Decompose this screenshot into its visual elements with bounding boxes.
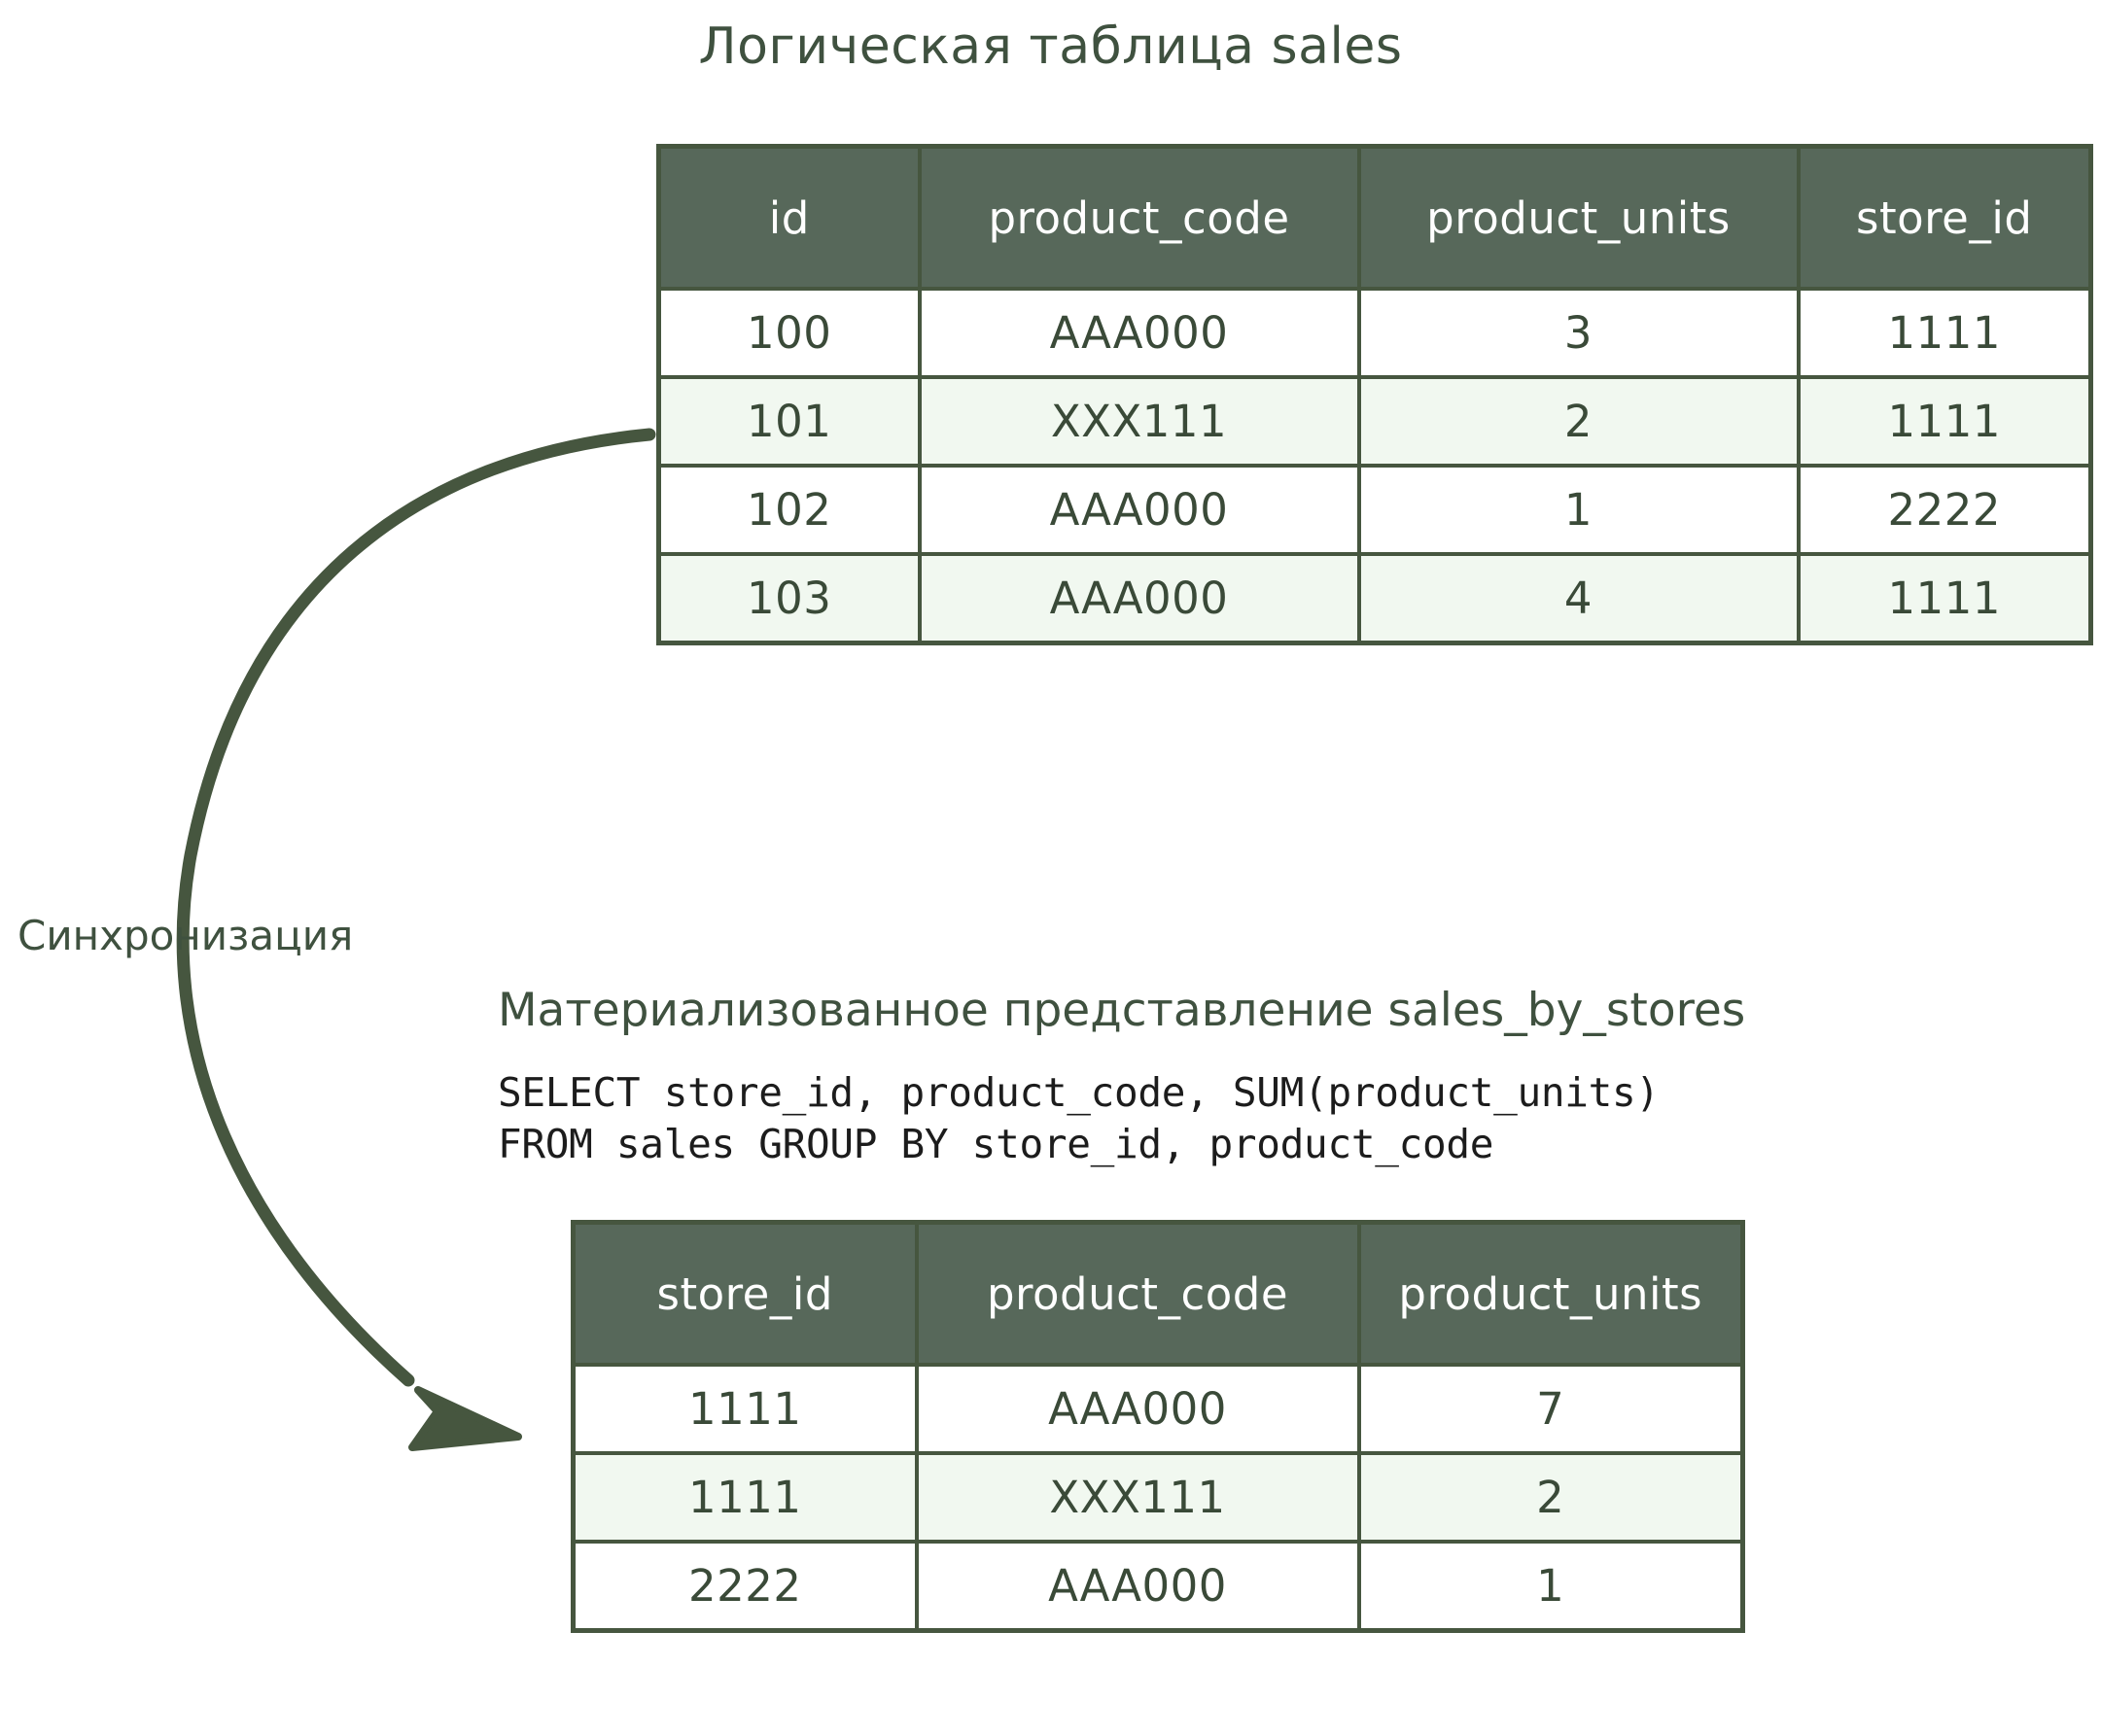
column-header-store-id: store_id [571,1220,919,1367]
sales-table-title: Логическая таблица sales [698,17,1403,76]
cell-id: 102 [656,464,922,556]
table-row: 1111 AAA000 7 [571,1363,1745,1455]
sql-line-1: SELECT store_id, product_code, SUM(produ… [498,1069,1660,1116]
cell-product-units: 1 [1356,464,1801,556]
cell-store-id: 1111 [1796,375,2093,468]
table-row: 2222 AAA000 1 [571,1540,1745,1633]
table-header-row: id product_code product_units store_id [656,144,2093,291]
cell-product-code: AAA000 [917,552,1361,645]
materialized-view-title: Материализованное представление sales_by… [498,984,1746,1037]
table-row: 1111 XXX111 2 [571,1451,1745,1544]
materialized-view-table: store_id product_code product_units 1111… [571,1220,1745,1633]
sync-label: Синхронизация [18,912,354,959]
cell-store-id: 1111 [1796,287,2093,379]
cell-product-units: 1 [1356,1540,1745,1633]
table-row: 102 AAA000 1 2222 [656,464,2093,556]
table-row: 100 AAA000 3 1111 [656,287,2093,379]
cell-store-id: 1111 [571,1363,919,1455]
sales-table: id product_code product_units store_id 1… [656,144,2093,645]
column-header-product-code: product_code [914,1220,1361,1367]
column-header-product-units: product_units [1356,1220,1745,1367]
cell-store-id: 1111 [571,1451,919,1544]
table-row: 103 AAA000 4 1111 [656,552,2093,645]
sql-query-block: SELECT store_id, product_code, SUM(produ… [498,1067,1660,1171]
cell-store-id: 2222 [1796,464,2093,556]
column-header-product-units: product_units [1356,144,1801,291]
cell-product-units: 2 [1356,1451,1745,1544]
cell-product-code: AAA000 [917,287,1361,379]
cell-id: 101 [656,375,922,468]
column-header-store-id: store_id [1796,144,2093,291]
sql-line-2: FROM sales GROUP BY store_id, product_co… [498,1121,1494,1168]
cell-product-code: AAA000 [914,1540,1361,1633]
cell-product-code: AAA000 [917,464,1361,556]
cell-product-units: 2 [1356,375,1801,468]
table-header-row: store_id product_code product_units [571,1220,1745,1367]
table-row: 101 XXX111 2 1111 [656,375,2093,468]
cell-product-code: XXX111 [917,375,1361,468]
cell-product-code: XXX111 [914,1451,1361,1544]
column-header-id: id [656,144,922,291]
cell-store-id: 1111 [1796,552,2093,645]
cell-product-units: 7 [1356,1363,1745,1455]
cell-product-code: AAA000 [914,1363,1361,1455]
cell-product-units: 3 [1356,287,1801,379]
cell-id: 100 [656,287,922,379]
column-header-product-code: product_code [917,144,1361,291]
cell-product-units: 4 [1356,552,1801,645]
cell-id: 103 [656,552,922,645]
cell-store-id: 2222 [571,1540,919,1633]
